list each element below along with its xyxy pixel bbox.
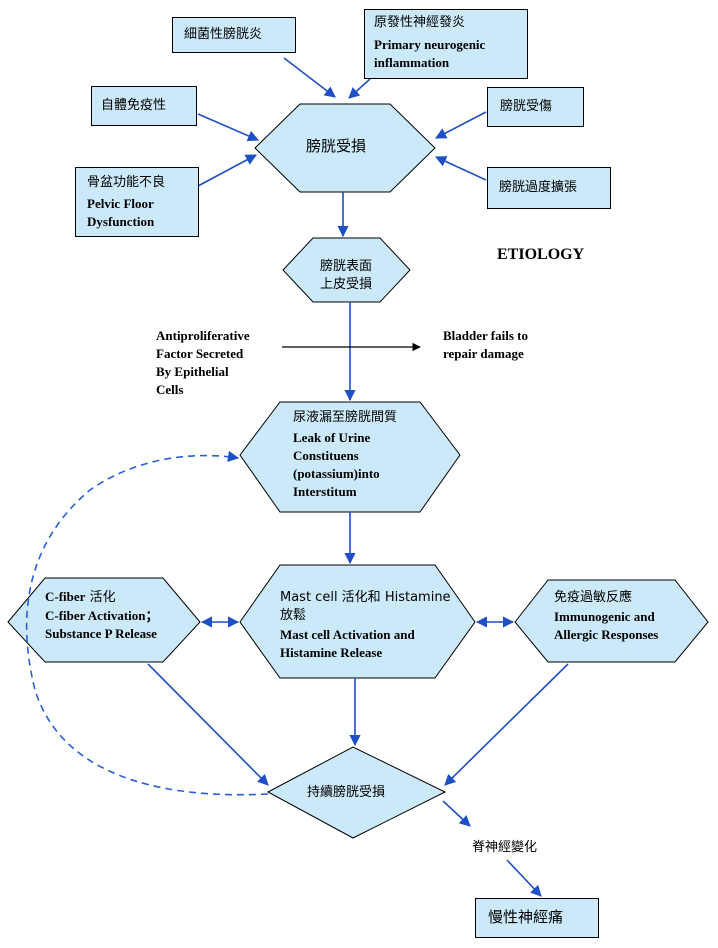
immune-en-line2: Allergic Responses xyxy=(554,627,659,642)
immune-cn-label: 免疫過敏反應 xyxy=(554,590,633,605)
neurogenic-box: 原發性神經發炎 Primary neurogenic inflammation xyxy=(364,9,528,79)
arrow-cfiber-persistent xyxy=(147,663,269,786)
persistent-damage-label: 持續膀胱受損 xyxy=(307,785,386,800)
overdistension-label: 膀胱過度擴張 xyxy=(499,180,578,195)
arrow-overdistension xyxy=(434,156,487,181)
bladder-injury-label: 膀胱受傷 xyxy=(500,99,553,114)
mast-en-line1: Mast cell Activation and xyxy=(280,627,415,642)
cfiber-cn-suffix: 活化 xyxy=(85,590,116,605)
autoimmune-label: 自體免疫性 xyxy=(101,98,167,113)
fails-repair-line2: repair damage xyxy=(443,346,524,361)
arrow-bacterial xyxy=(283,57,336,98)
arrow-injury xyxy=(435,111,487,139)
mast-en-line2: Histamine Release xyxy=(280,645,383,660)
neurogenic-cn-label: 原發性神經發炎 xyxy=(374,15,466,30)
epithelium-label-line2: 上皮受損 xyxy=(320,277,373,292)
cfiber-cn-prefix: C-fiber xyxy=(45,589,86,604)
arrow-to-pain xyxy=(506,859,542,897)
bladder-injury-box: 膀胱受傷 xyxy=(487,87,584,127)
epithelium-hexagon xyxy=(282,237,411,303)
epithelium-label-line1: 膀胱表面 xyxy=(320,259,373,274)
leak-en-line2: Constituens xyxy=(293,448,359,463)
pelvic-en-line2: Dysfunction xyxy=(87,214,155,229)
leak-cn-label: 尿液漏至膀胱間質 xyxy=(293,410,398,425)
antiproliferative-line2: Factor Secreted xyxy=(156,346,244,361)
cfiber-hexagon xyxy=(7,577,201,663)
leak-en-line3: (potassium)into xyxy=(293,466,380,481)
overdistension-box: 膀胱過度擴張 xyxy=(487,167,611,209)
antiproliferative-line3: By Epithelial xyxy=(156,364,229,379)
bladder-damage-hexagon xyxy=(254,103,436,193)
bladder-damage-label: 膀胱受損 xyxy=(306,137,367,155)
chronic-pain-box: 慢性神經痛 xyxy=(475,898,599,938)
antiproliferative-line1: Antiproliferative xyxy=(156,328,250,343)
pelvic-en-line1: Pelvic Floor xyxy=(87,196,154,211)
arrow-to-spinal xyxy=(442,800,471,827)
arrow-pelvic xyxy=(197,154,257,187)
neurogenic-en-line1: Primary neurogenic xyxy=(374,37,486,52)
cfiber-en-line2: Substance P Release xyxy=(45,626,157,641)
arrow-immune-persistent xyxy=(444,663,569,786)
mast-cn-line2: 放鬆 xyxy=(280,608,307,623)
neurogenic-en-line2: inflammation xyxy=(374,55,450,70)
mast-cell-hexagon xyxy=(239,564,476,679)
cfiber-en-line1: C-fiber Activation； xyxy=(45,608,159,623)
chronic-pain-label: 慢性神經痛 xyxy=(488,908,564,926)
etiology-heading: ETIOLOGY xyxy=(497,246,585,263)
leak-en-line4: Interstitum xyxy=(293,484,357,499)
bacterial-cystitis-box: 細菌性膀胱炎 xyxy=(172,17,296,53)
fails-repair-line1: Bladder fails to xyxy=(443,328,528,343)
dashed-feedback-loop xyxy=(25,450,269,796)
cfiber-cn-label: C-fiber 活化 xyxy=(45,588,116,606)
leak-en-line1: Leak of Urine xyxy=(293,430,371,445)
leak-hexagon xyxy=(239,401,461,513)
immune-hexagon xyxy=(514,579,709,663)
pelvic-floor-box: 骨盆功能不良 Pelvic Floor Dysfunction xyxy=(75,167,199,237)
spinal-change-label: 脊神經變化 xyxy=(472,840,538,855)
mast-cn-line1: Mast cell 活化和 Histamine xyxy=(280,590,451,605)
bacterial-cystitis-label: 細菌性膀胱炎 xyxy=(184,27,263,42)
autoimmune-box: 自體免疫性 xyxy=(91,86,197,126)
arrow-neurogenic xyxy=(348,78,371,99)
antiproliferative-line4: Cells xyxy=(156,382,184,397)
persistent-damage-diamond xyxy=(266,746,447,839)
immune-en-line1: Immunogenic and xyxy=(554,609,655,624)
pelvic-cn-label: 骨盆功能不良 xyxy=(87,175,166,190)
arrow-autoimmune xyxy=(197,113,260,142)
